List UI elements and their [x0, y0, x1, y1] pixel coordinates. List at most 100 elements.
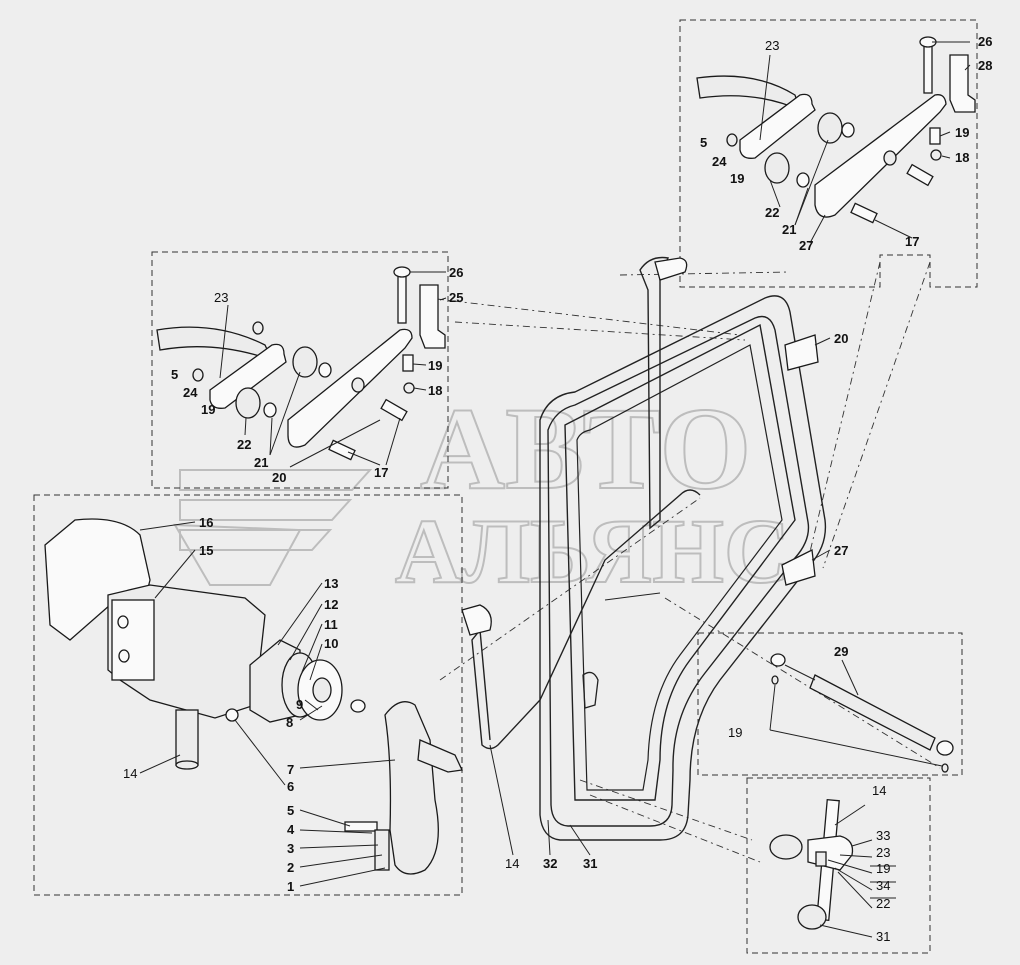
- tube-clamp: [797, 904, 827, 930]
- strut-rod: [784, 664, 816, 681]
- lock-assembly-leaders: [139, 521, 396, 887]
- callout-33: 33: [876, 828, 890, 843]
- callout-23: 23: [214, 290, 228, 305]
- callout-20: 20: [272, 470, 286, 485]
- pin: [923, 44, 933, 94]
- nut: [941, 763, 949, 773]
- callout-5: 5: [171, 367, 178, 382]
- callout-16: 16: [199, 515, 213, 530]
- bolt: [815, 851, 827, 867]
- nut: [930, 149, 942, 161]
- bushing: [292, 346, 318, 378]
- callout-12: 12: [324, 597, 338, 612]
- hinge-assembly-middle: [156, 266, 446, 461]
- callout-11: 11: [324, 617, 338, 632]
- strut-mount-rod: [604, 592, 661, 601]
- callout-18: 18: [428, 383, 442, 398]
- clip: [374, 829, 390, 871]
- callouts-strut: 29 19: [728, 644, 848, 740]
- box-detail: [746, 777, 931, 954]
- callout-31: 31: [583, 856, 597, 871]
- spacer: [929, 127, 941, 145]
- callout-27: 27: [799, 238, 813, 253]
- door-frame: [461, 256, 827, 841]
- hinge-bracket: [419, 284, 446, 349]
- callout-24: 24: [712, 154, 727, 169]
- callout-19: 19: [955, 125, 969, 140]
- pin: [397, 274, 407, 324]
- hinge-arm: [814, 94, 947, 218]
- bolt: [906, 163, 934, 187]
- box-middle-left: [151, 251, 449, 489]
- callout-22: 22: [237, 437, 251, 452]
- glass-frame: [564, 323, 796, 801]
- callout-32: 32: [543, 856, 557, 871]
- strut-end: [770, 653, 786, 667]
- strut-end: [936, 740, 954, 756]
- callout-20: 20: [834, 331, 848, 346]
- nut: [771, 675, 779, 685]
- callouts-middle-left: 23 26 25 5 24 19 19 18 22 21 20 17: [171, 265, 463, 485]
- callout-31: 31: [876, 929, 890, 944]
- washer: [796, 172, 810, 188]
- callout-22: 22: [876, 896, 890, 911]
- washer: [263, 402, 277, 418]
- connection-lines: [419, 261, 941, 863]
- callout-27: 27: [834, 543, 848, 558]
- nut: [252, 321, 264, 335]
- spacer: [402, 354, 414, 372]
- lock-rod: [175, 709, 199, 766]
- hinge-assembly-top-leaders: [759, 41, 971, 244]
- callout-19: 19: [730, 171, 744, 186]
- inner-rod: [471, 489, 701, 750]
- callout-5: 5: [700, 135, 707, 150]
- callouts-detail: 14 33 23 19 34 22 31: [872, 783, 890, 944]
- callout-21: 21: [254, 455, 268, 470]
- grab-handle-bar: [639, 256, 670, 530]
- group-boxes: [33, 19, 978, 954]
- bolt: [328, 439, 356, 461]
- watermark-logo: [173, 469, 373, 586]
- callouts-top-right: 23 26 28 5 24 19 19 18 22 21 27 17: [700, 34, 992, 253]
- bushing: [817, 112, 843, 144]
- hinge-bracket: [949, 54, 976, 113]
- callouts-door: 20 27 14 32 31: [505, 331, 848, 871]
- watermark-line1: АВТО: [420, 383, 751, 514]
- callout-23: 23: [876, 845, 890, 860]
- door-frame-leaders: [489, 337, 831, 856]
- bushing: [764, 152, 790, 184]
- callout-19: 19: [876, 861, 890, 876]
- callout-28: 28: [978, 58, 992, 73]
- callout-14: 14: [123, 766, 137, 781]
- door-inner-frame: [547, 315, 810, 827]
- callout-5: 5: [287, 803, 294, 818]
- callout-21: 21: [782, 222, 796, 237]
- callout-15: 15: [199, 543, 213, 558]
- hinge-27: [781, 549, 816, 586]
- lock-face: [111, 599, 155, 681]
- door-handle: [384, 701, 439, 875]
- screw: [225, 708, 239, 722]
- glass-frame-inner: [576, 344, 783, 791]
- screw: [344, 821, 378, 832]
- lock-rod-end: [175, 760, 199, 770]
- door-outer-frame: [539, 295, 827, 841]
- callout-17: 17: [374, 465, 388, 480]
- link-plate: [209, 343, 287, 409]
- callout-34: 34: [876, 878, 890, 893]
- bushing: [235, 387, 261, 419]
- callout-4: 4: [287, 822, 295, 837]
- hinge-arm: [287, 328, 413, 448]
- callout-29: 29: [834, 644, 848, 659]
- callout-3: 3: [287, 841, 294, 856]
- callout-8: 8: [286, 715, 293, 730]
- lock-hole: [117, 615, 129, 629]
- nut: [726, 133, 738, 147]
- callout-22: 22: [765, 205, 779, 220]
- callout-6: 6: [287, 779, 294, 794]
- callout-1: 1: [287, 879, 294, 894]
- bolt: [850, 202, 878, 224]
- link-plate: [739, 93, 816, 159]
- bolt: [380, 398, 408, 422]
